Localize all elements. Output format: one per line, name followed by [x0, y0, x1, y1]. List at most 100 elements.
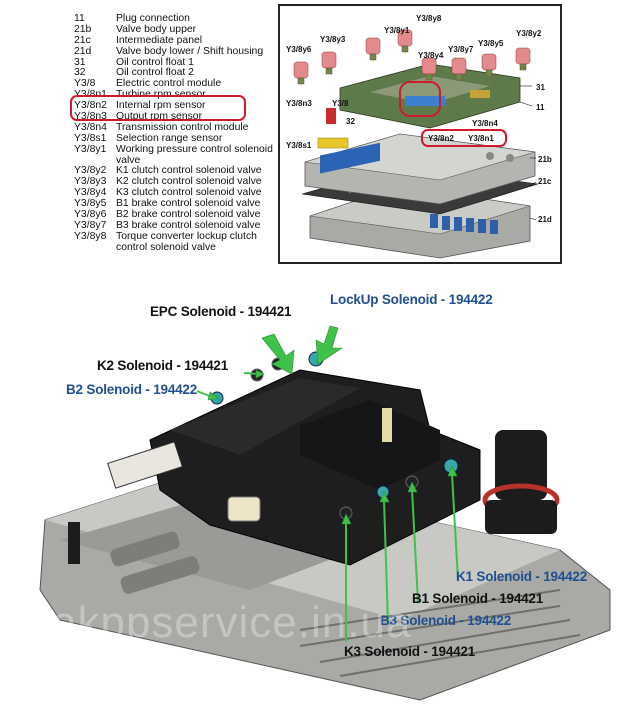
b1-solenoid-label: B1 Solenoid - 194421 — [412, 591, 544, 606]
plug-connector — [482, 430, 560, 534]
legend-code: Y3/8y3 — [74, 176, 107, 188]
legend-description: K1 clutch control solenoid valve — [116, 165, 262, 177]
callout-arrows — [196, 325, 459, 642]
label-y3-8n2: Y3/8n2 — [428, 134, 454, 143]
electric-control-module-part — [326, 63, 521, 129]
legend-row: valve — [74, 154, 284, 167]
legend-row: 21d Valve body lower / Shift housing — [74, 45, 284, 58]
legend-description: Selection range sensor — [116, 132, 223, 144]
legend-description: Torque converter lockup clutch — [116, 230, 257, 242]
sensor-highlight-circle — [399, 81, 441, 117]
legend-row: Y3/8n4 Transmission control module — [74, 121, 284, 134]
legend-description: Intermediate panel — [116, 34, 203, 46]
legend-description: control solenoid valve — [116, 241, 216, 253]
label-31: 31 — [536, 83, 545, 92]
epc-arrow — [261, 333, 295, 375]
valve-body-photo-drawing — [39, 325, 611, 701]
label-21d: 21d — [538, 215, 552, 224]
legend-description: valve — [116, 154, 141, 166]
legend-description: Oil control float 2 — [116, 67, 194, 79]
legend-description: Turbine rpm sensor — [116, 89, 206, 101]
legend-code: Y3/8y8 — [74, 230, 107, 242]
legend-code: Y3/8n2 — [74, 100, 107, 112]
lockup-solenoid-label: LockUp Solenoid - 194422 — [330, 292, 493, 307]
legend-code: Y3/8y4 — [74, 187, 107, 199]
control-module-housing — [68, 369, 481, 566]
label-11: 11 — [536, 103, 545, 112]
epc-solenoid-label: EPC Solenoid - 194421 — [150, 304, 292, 319]
legend-row: 11 Plug connection — [74, 13, 284, 25]
legend-description: Oil control float 1 — [116, 56, 194, 68]
legend-row: Y3/8y5 B1 brake control solenoid valve — [74, 198, 284, 210]
valve-body-photo: EPC Solenoid - 194421 LockUp Solenoid - … — [0, 290, 640, 709]
legend-description: Transmission control module — [116, 121, 249, 133]
legend-description: Plug connection — [116, 13, 190, 24]
sensor-labels-highlight-box — [421, 129, 507, 147]
legend-row: 31 Oil control float 1 — [74, 56, 284, 69]
legend-code: 11 — [74, 13, 85, 24]
label-y3-8y8: Y3/8y8 — [416, 14, 442, 23]
label-y3-8n4: Y3/8n4 — [472, 119, 498, 128]
legend-row: 21c Intermediate panel — [74, 34, 284, 47]
exploded-diagram-drawing: Y3/8y1 Y3/8y8 Y3/8y2 Y3/8y6 Y3/8y3 Y3/8y… — [286, 14, 552, 259]
legend-highlight-box — [70, 95, 246, 121]
label-y3-8y1: Y3/8y1 — [384, 26, 410, 35]
legend-code: Y3/8y2 — [74, 165, 107, 177]
k1-arrow — [447, 465, 458, 477]
legend-code: Y3/8n4 — [74, 121, 107, 133]
label-y3-8y6: Y3/8y6 — [286, 45, 312, 54]
legend-code: 21c — [74, 34, 91, 46]
b3-arrow — [379, 491, 390, 503]
legend-row: Y3/8y6 B2 brake control solenoid valve — [74, 209, 284, 221]
legend-code: Y3/8y6 — [74, 209, 107, 221]
k3-solenoid-label: K3 Solenoid - 194421 — [344, 644, 476, 659]
lockup-arrow — [315, 325, 343, 365]
legend-description: Internal rpm sensor — [116, 100, 206, 112]
legend-description: Valve body lower / Shift housing — [116, 45, 264, 57]
legend-code: Y3/8s1 — [74, 132, 107, 144]
selection-range-sensor-part — [317, 137, 349, 149]
b3-solenoid-label: B3 Solenoid - 194422 — [380, 613, 512, 628]
k3-arrow — [341, 513, 352, 525]
label-21c: 21c — [538, 177, 552, 186]
label-y3-8s1: Y3/8s1 — [286, 141, 312, 150]
legend-code: 21b — [74, 23, 92, 35]
legend-code: 21d — [74, 45, 92, 57]
legend-code: 32 — [74, 67, 86, 79]
k1-solenoid-label: K1 Solenoid - 194422 — [456, 569, 588, 584]
label-32: 32 — [346, 117, 355, 126]
label-y3-8n1: Y3/8n1 — [468, 134, 494, 143]
legend-row: 32 Oil control float 2 — [74, 68, 284, 79]
label-y3-8y3: Y3/8y3 — [320, 35, 346, 44]
legend-code: 31 — [74, 56, 86, 68]
legend-code: Y3/8y1 — [74, 143, 107, 155]
legend-row: Y3/8s1 Selection range sensor — [74, 132, 284, 145]
label-y3-8y7: Y3/8y7 — [448, 45, 474, 54]
label-y3-8: Y3/8 — [332, 99, 349, 108]
k2-solenoid-label: K2 Solenoid - 194421 — [97, 358, 229, 373]
legend-row: 21b Valve body upper — [74, 23, 284, 36]
legend-code — [74, 243, 116, 254]
legend-row: Y3/8y2 K1 clutch control solenoid valve — [74, 166, 284, 177]
label-21b: 21b — [538, 155, 552, 164]
label-y3-8y4: Y3/8y4 — [418, 51, 444, 60]
legend-description: Valve body upper — [116, 23, 197, 35]
legend-code: Y3/8 — [74, 78, 96, 90]
exploded-valve-body-diagram: Y3/8y1 Y3/8y8 Y3/8y2 Y3/8y6 Y3/8y3 Y3/8y… — [278, 4, 562, 264]
legend-row: Y3/8y8 Torque converter lockup clutch — [74, 230, 284, 243]
legend-description: B2 brake control solenoid valve — [116, 209, 261, 221]
legend-row: Y3/8n2 Internal rpm sensor — [74, 100, 284, 112]
legend-description: B1 brake control solenoid valve — [116, 198, 261, 210]
legend-row: control solenoid valve — [74, 241, 284, 254]
legend-code: Y3/8y5 — [74, 198, 107, 210]
label-y3-8y2: Y3/8y2 — [516, 29, 542, 38]
legend-description: K2 clutch control solenoid valve — [116, 176, 262, 188]
b2-arrow — [207, 391, 219, 401]
label-y3-8y5: Y3/8y5 — [478, 39, 504, 48]
